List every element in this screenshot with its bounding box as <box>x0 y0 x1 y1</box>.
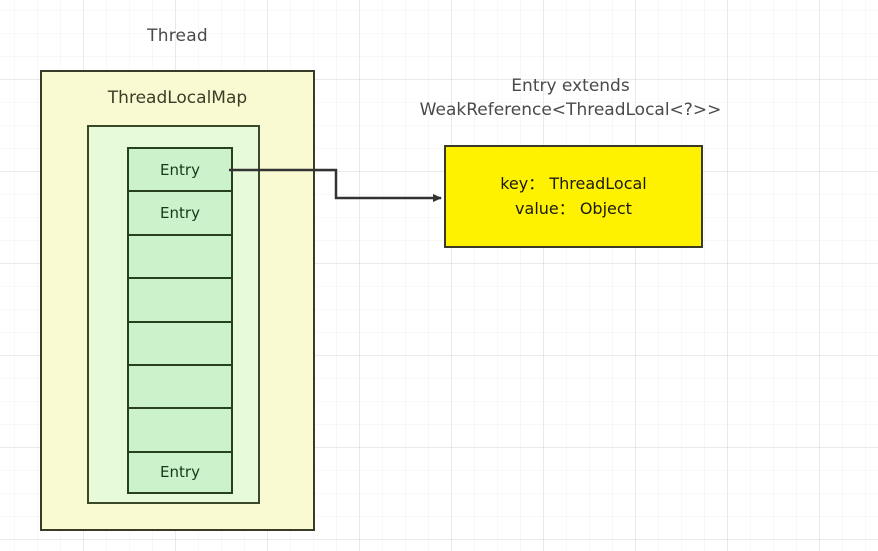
thread-label: Thread <box>147 26 208 46</box>
entry-cell <box>127 277 233 321</box>
entry-detail-box: key： ThreadLocal value： Object <box>444 145 703 248</box>
entry-cell <box>127 320 233 364</box>
entry-caption-line1: Entry extends <box>511 76 630 96</box>
entry-key-line: key： ThreadLocal <box>500 173 647 193</box>
entry-cell: Entry <box>127 147 233 191</box>
entry-value-line: value： Object <box>515 198 632 218</box>
threadlocalmap-label: ThreadLocalMap <box>107 88 248 108</box>
entry-cell: Entry <box>127 450 233 495</box>
entry-cell <box>127 407 233 451</box>
entry-caption-line2: WeakReference<ThreadLocal<?>> <box>419 100 722 121</box>
entry-cell <box>127 363 233 408</box>
entry-cell: Entry <box>127 190 233 234</box>
entry-cell <box>127 233 233 278</box>
entry-caption: Entry extends WeakReference<ThreadLocal<… <box>398 74 743 122</box>
